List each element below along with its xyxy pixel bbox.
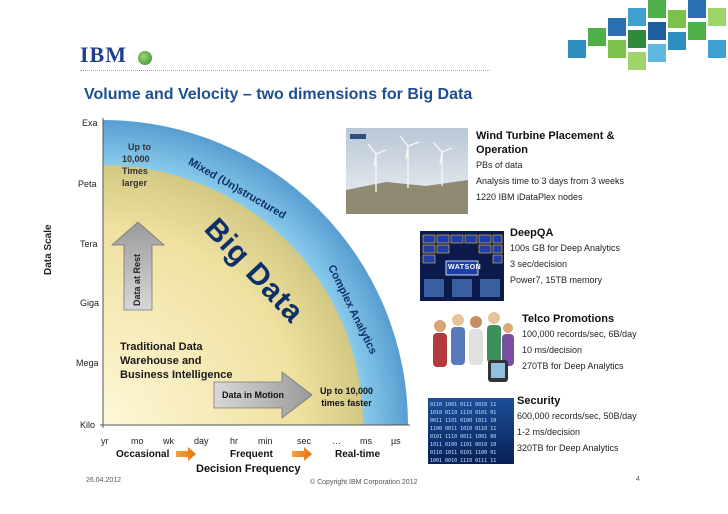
traditional-line: Warehouse and bbox=[120, 355, 202, 367]
y-tick-giga: Giga bbox=[80, 298, 100, 308]
case-deepqa-title: DeepQA bbox=[510, 227, 554, 239]
case-wind-title-line: Wind Turbine Placement & bbox=[476, 130, 615, 142]
case-deepqa-line: 100s GB for Deep Analytics bbox=[510, 243, 621, 253]
case-telco-line: 270TB for Deep Analytics bbox=[522, 361, 624, 371]
case-wind-line: PBs of data bbox=[476, 160, 523, 170]
globe-icon bbox=[138, 51, 152, 65]
svg-text:0110 1011 0101 1100 01: 0110 1011 0101 1100 01 bbox=[430, 450, 496, 456]
case-telco-line: 10 ms/decision bbox=[522, 345, 583, 355]
data-at-rest-arrow bbox=[110, 221, 166, 311]
page-number: 4 bbox=[636, 476, 640, 483]
x-axis-title: Decision Frequency bbox=[196, 463, 301, 475]
watson-jeopardy-photo bbox=[420, 231, 504, 301]
traditional-line: Traditional Data bbox=[120, 341, 203, 353]
case-wind-line: Analysis time to 3 days from 3 weeks bbox=[476, 176, 625, 186]
data-in-motion-label: Data in Motion bbox=[222, 390, 284, 400]
case-deepqa-line: Power7, 15TB memory bbox=[510, 275, 603, 285]
y-tick-exa: Exa bbox=[82, 118, 98, 128]
case-telco: Telco Promotions 100,000 records/sec, 6B… bbox=[522, 313, 637, 371]
x-tick-us: µs bbox=[391, 436, 401, 446]
data-in-motion-arrow bbox=[213, 371, 313, 419]
case-wind-title-line: Operation bbox=[476, 144, 528, 156]
inner-traditional-area bbox=[103, 165, 363, 425]
x-group-frequent: Frequent bbox=[230, 449, 273, 460]
x-group-occasional: Occasional bbox=[116, 449, 170, 460]
telco-people-photo bbox=[428, 304, 516, 386]
case-security: Security 600,000 records/sec, 50B/day 1-… bbox=[517, 395, 637, 453]
svg-text:1001 0010 1110 0111 11: 1001 0010 1110 0111 11 bbox=[430, 458, 496, 464]
volume-line: larger bbox=[122, 178, 148, 188]
velocity-line: times faster bbox=[321, 398, 372, 408]
case-deepqa-line: 3 sec/decision bbox=[510, 259, 568, 269]
traditional-line: Business Intelligence bbox=[120, 369, 233, 381]
case-wind-title: Wind Turbine Placement & Operation bbox=[476, 129, 624, 157]
case-security-line: 320TB for Deep Analytics bbox=[517, 443, 619, 453]
case-security-line: 600,000 records/sec, 50B/day bbox=[517, 411, 637, 421]
watson-screen-text: WATSON bbox=[448, 264, 482, 271]
volume-line: Times bbox=[122, 166, 148, 176]
footer-copyright: © Copyright IBM Corporation 2012 bbox=[310, 479, 418, 486]
svg-text:0110 1001 0111 0010 11: 0110 1001 0111 0010 11 bbox=[430, 402, 496, 408]
case-telco-line: 100,000 records/sec, 6B/day bbox=[522, 329, 637, 339]
case-wind-line: 1220 IBM iDataPlex nodes bbox=[476, 192, 583, 202]
case-wind: Wind Turbine Placement & Operation PBs o… bbox=[476, 129, 624, 202]
case-security-line: 1-2 ms/decision bbox=[517, 427, 581, 437]
x-tick-ms: ms bbox=[360, 436, 372, 446]
x-tick-hr: hr bbox=[230, 436, 239, 446]
traditional-label: Traditional Data Warehouse and Business … bbox=[120, 340, 232, 382]
x-tick-wk: wk bbox=[163, 436, 174, 446]
svg-text:1011 0100 1101 0010 10: 1011 0100 1101 0010 10 bbox=[430, 442, 496, 448]
y-tick-kilo: Kilo bbox=[80, 420, 96, 430]
title-divider bbox=[80, 70, 490, 72]
x-group-realtime: Real-time bbox=[335, 449, 381, 460]
x-tick-yr: yr bbox=[101, 436, 109, 446]
velocity-line: Up to 10,000 bbox=[320, 386, 374, 396]
x-tick-min: min bbox=[258, 436, 273, 446]
y-tick-mega: Mega bbox=[76, 358, 99, 368]
y-tick-tera: Tera bbox=[80, 239, 98, 249]
svg-text:0011 1101 0100 1011 10: 0011 1101 0100 1011 10 bbox=[430, 418, 496, 424]
wind-turbine-photo bbox=[346, 128, 468, 214]
case-security-title: Security bbox=[517, 395, 561, 407]
velocity-label: Up to 10,000 times faster bbox=[320, 385, 373, 409]
cube-cluster-decoration bbox=[568, 0, 726, 70]
svg-text:1010 0110 1110 0101 01: 1010 0110 1110 0101 01 bbox=[430, 410, 496, 416]
x-tick-mo: mo bbox=[131, 436, 144, 446]
data-at-rest-label: Data at Rest bbox=[132, 253, 142, 306]
frequency-arrow-2 bbox=[292, 447, 312, 461]
security-data-photo: 0110 1001 0111 0010 11 1010 0110 1110 01… bbox=[428, 398, 514, 464]
svg-text:1100 0011 1010 0110 11: 1100 0011 1010 0110 11 bbox=[430, 426, 496, 432]
case-telco-title: Telco Promotions bbox=[522, 313, 615, 325]
frequency-arrow-1 bbox=[176, 447, 196, 461]
y-axis-title: Data Scale bbox=[43, 224, 54, 275]
ibm-logo: IBM bbox=[80, 42, 127, 67]
x-tick-sec: sec bbox=[297, 436, 312, 446]
volume-line: Up to bbox=[128, 142, 151, 152]
svg-text:0101 1110 0011 1001 00: 0101 1110 0011 1001 00 bbox=[430, 434, 496, 440]
x-tick-ellipsis: … bbox=[332, 436, 341, 446]
y-tick-peta: Peta bbox=[78, 179, 97, 189]
volume-line: 10,000 bbox=[122, 154, 150, 164]
volume-label: Up to 10,000 Times larger bbox=[122, 141, 151, 189]
x-tick-day: day bbox=[194, 436, 209, 446]
page-title: Volume and Velocity – two dimensions for… bbox=[84, 86, 473, 103]
footer-date: 26.04.2012 bbox=[86, 477, 122, 484]
case-deepqa: DeepQA 100s GB for Deep Analytics 3 sec/… bbox=[510, 227, 620, 285]
